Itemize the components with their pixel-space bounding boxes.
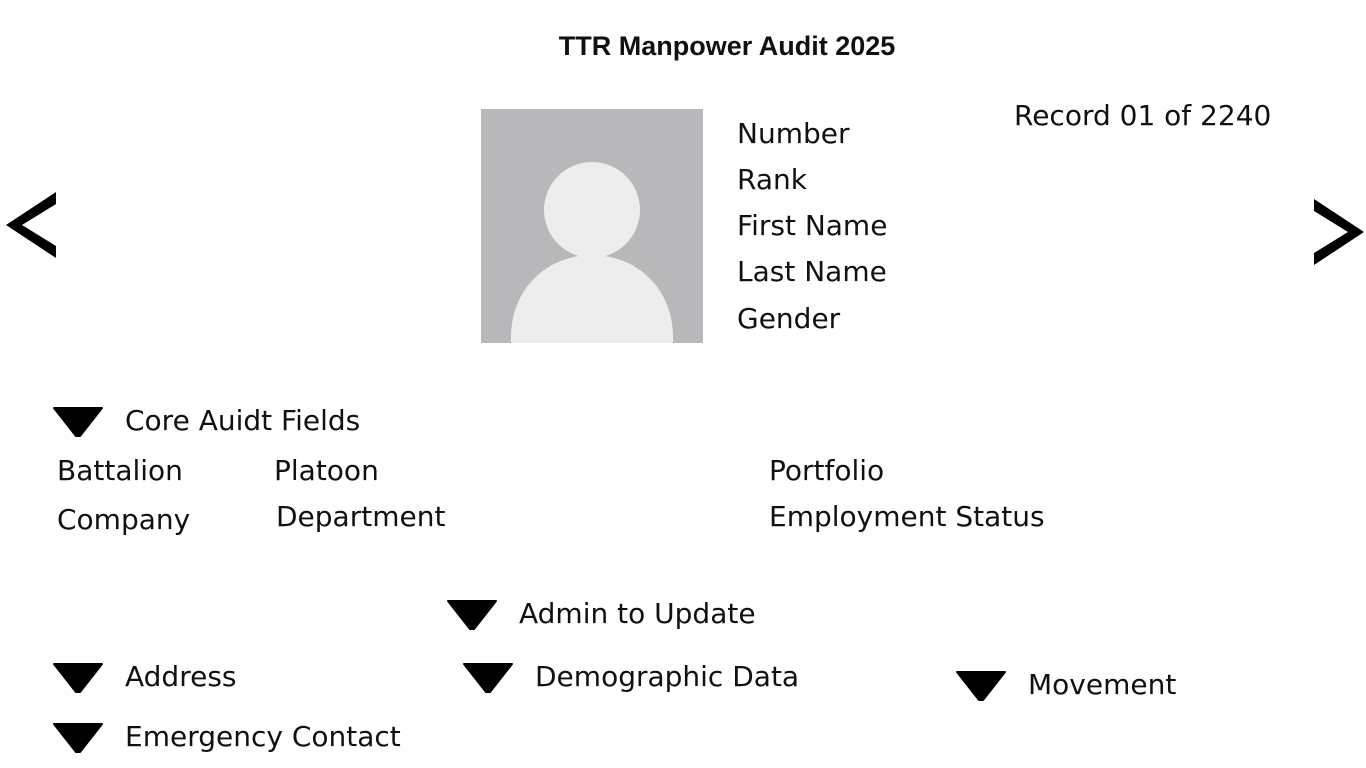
page-title: TTR Manpower Audit 2025 bbox=[558, 31, 896, 61]
field-first-name-label: First Name bbox=[737, 209, 888, 242]
section-movement-label[interactable]: Movement bbox=[1028, 668, 1177, 701]
expand-movement-icon[interactable] bbox=[955, 670, 1007, 702]
field-company-label: Company bbox=[57, 503, 191, 536]
chevron-left-icon[interactable] bbox=[4, 190, 58, 260]
section-demographic-label[interactable]: Demographic Data bbox=[535, 660, 800, 693]
field-rank-label: Rank bbox=[737, 163, 807, 196]
avatar-placeholder-icon bbox=[511, 162, 673, 343]
collapse-core-fields-icon[interactable] bbox=[52, 406, 104, 438]
expand-demographic-icon[interactable] bbox=[462, 662, 514, 694]
section-emergency-label[interactable]: Emergency Contact bbox=[125, 720, 401, 753]
field-number-label: Number bbox=[737, 117, 850, 150]
record-counter: Record 01 of 2240 bbox=[1014, 99, 1272, 132]
section-address-label[interactable]: Address bbox=[125, 660, 237, 693]
expand-address-icon[interactable] bbox=[52, 662, 104, 694]
chevron-right-icon[interactable] bbox=[1312, 197, 1366, 267]
section-core-fields-label[interactable]: Core Auidt Fields bbox=[125, 404, 361, 437]
field-platoon-label: Platoon bbox=[274, 454, 379, 487]
field-last-name-label: Last Name bbox=[737, 255, 887, 288]
expand-admin-icon[interactable] bbox=[446, 599, 498, 631]
field-employment-status-label: Employment Status bbox=[769, 500, 1045, 533]
expand-emergency-icon[interactable] bbox=[52, 722, 104, 754]
field-battalion-label: Battalion bbox=[57, 454, 183, 487]
section-admin-label[interactable]: Admin to Update bbox=[519, 597, 756, 630]
profile-photo bbox=[481, 109, 703, 343]
field-department-label: Department bbox=[276, 500, 446, 533]
field-portfolio-label: Portfolio bbox=[769, 454, 885, 487]
field-gender-label: Gender bbox=[737, 302, 841, 335]
